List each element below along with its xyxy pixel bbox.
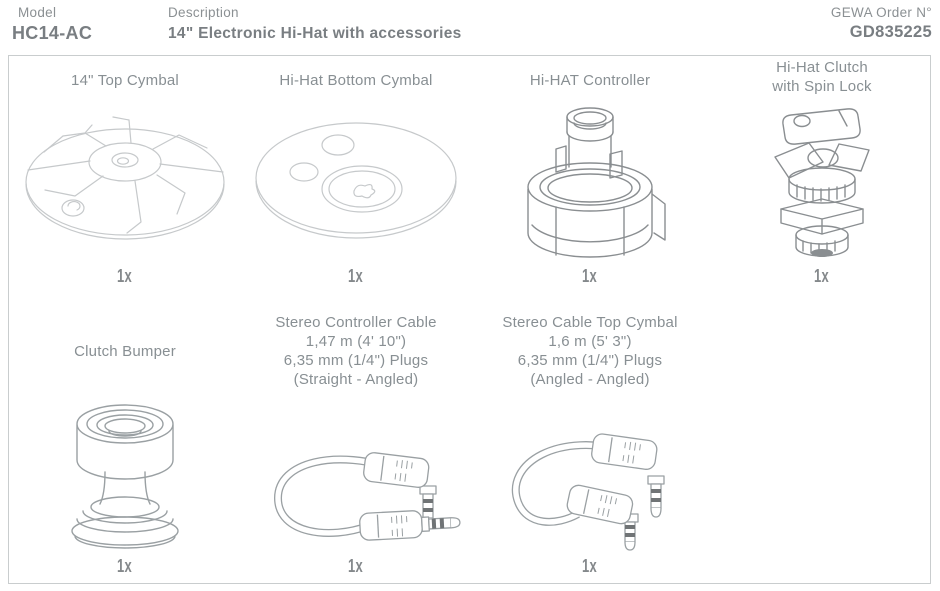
item-hihat-controller: Hi-HAT Controller xyxy=(475,62,705,288)
hihat-controller-drawing xyxy=(475,98,705,264)
item-hihat-clutch: Hi-Hat Clutch with Spin Lock xyxy=(707,58,937,288)
order-number-value: GD835225 xyxy=(849,23,932,41)
description-label: Description xyxy=(168,5,239,20)
quantity-label: 1x xyxy=(348,555,364,576)
item-label: 14" Top Cymbal xyxy=(71,71,179,89)
item-stereo-controller-cable: Stereo Controller Cable 1,47 m (4' 10") … xyxy=(241,310,471,578)
quantity-label: 1x xyxy=(348,265,364,286)
item-label: Stereo Controller Cable 1,47 m (4' 10") … xyxy=(275,314,437,388)
quantity-label: 1x xyxy=(582,265,598,286)
quantity-label: 1x xyxy=(814,265,830,286)
item-bottom-cymbal: Hi-Hat Bottom Cymbal 1x xyxy=(241,62,471,288)
item-top-cymbal: 14" Top Cymbal xyxy=(10,62,240,288)
item-clutch-bumper: Clutch Bumper 1x xyxy=(10,310,240,578)
description-value: 14" Electronic Hi-Hat with accessories xyxy=(168,25,462,42)
item-label: Clutch Bumper xyxy=(74,342,176,360)
item-label: Stereo Cable Top Cymbal 1,6 m (5' 3") 6,… xyxy=(502,314,678,388)
quantity-label: 1x xyxy=(117,265,133,286)
accessories-box xyxy=(8,55,931,584)
cable-straight-angled-drawing xyxy=(241,392,471,554)
hihat-clutch-drawing xyxy=(707,96,937,264)
item-label: Hi-Hat Bottom Cymbal xyxy=(279,71,433,89)
order-number-label: GEWA Order N° xyxy=(830,5,932,20)
model-label: Model xyxy=(18,5,57,20)
quantity-label: 1x xyxy=(582,555,598,576)
top-cymbal-drawing xyxy=(10,98,240,264)
cable-angled-angled-drawing xyxy=(475,392,705,554)
model-value: HC14-AC xyxy=(12,23,93,43)
quantity-label: 1x xyxy=(117,555,133,576)
bottom-cymbal-drawing xyxy=(241,98,471,264)
item-stereo-cable-top-cymbal: Stereo Cable Top Cymbal 1,6 m (5' 3") 6,… xyxy=(475,310,705,578)
clutch-bumper-drawing xyxy=(10,392,240,554)
item-label: Hi-HAT Controller xyxy=(529,71,651,89)
item-label: Hi-Hat Clutch with Spin Lock xyxy=(772,59,872,95)
